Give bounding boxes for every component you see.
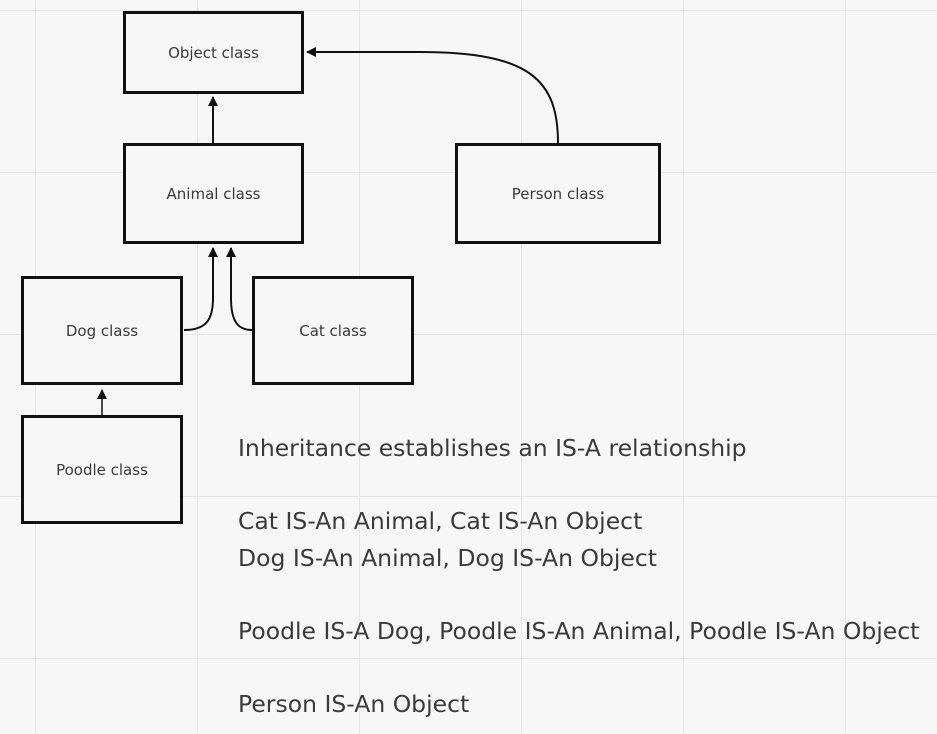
notes-text-block[interactable]: Inheritance establishes an IS-A relation… bbox=[238, 430, 933, 722]
arrow-person-to-object[interactable] bbox=[306, 47, 559, 144]
object-class-label: Object class bbox=[168, 43, 259, 62]
dog-class-box[interactable]: Dog class bbox=[21, 276, 183, 385]
note-line: Person IS-An Object bbox=[238, 689, 470, 718]
note-line bbox=[238, 467, 933, 504]
cat-class-label: Cat class bbox=[299, 321, 367, 340]
arrow-cat-to-animal[interactable] bbox=[226, 247, 253, 331]
object-class-box[interactable]: Object class bbox=[123, 11, 304, 94]
note-line: Dog IS-An Animal, Dog IS-An Object bbox=[238, 543, 658, 572]
animal-class-label: Animal class bbox=[166, 184, 261, 203]
arrow-dog-to-animal[interactable] bbox=[183, 247, 218, 331]
note-line bbox=[238, 576, 933, 613]
poodle-class-label: Poodle class bbox=[56, 460, 148, 479]
note-line bbox=[238, 649, 933, 686]
person-class-box[interactable]: Person class bbox=[455, 143, 661, 244]
note-line: Poodle IS-A Dog, Poodle IS-An Animal, Po… bbox=[238, 616, 920, 645]
cat-class-box[interactable]: Cat class bbox=[252, 276, 414, 385]
poodle-class-box[interactable]: Poodle class bbox=[21, 415, 183, 524]
note-line: Cat IS-An Animal, Cat IS-An Object bbox=[238, 507, 643, 535]
dog-class-label: Dog class bbox=[65, 321, 139, 340]
person-class-label: Person class bbox=[511, 184, 605, 203]
animal-class-box[interactable]: Animal class bbox=[123, 143, 304, 244]
note-line: Inheritance establishes an IS-A relation… bbox=[238, 434, 747, 462]
